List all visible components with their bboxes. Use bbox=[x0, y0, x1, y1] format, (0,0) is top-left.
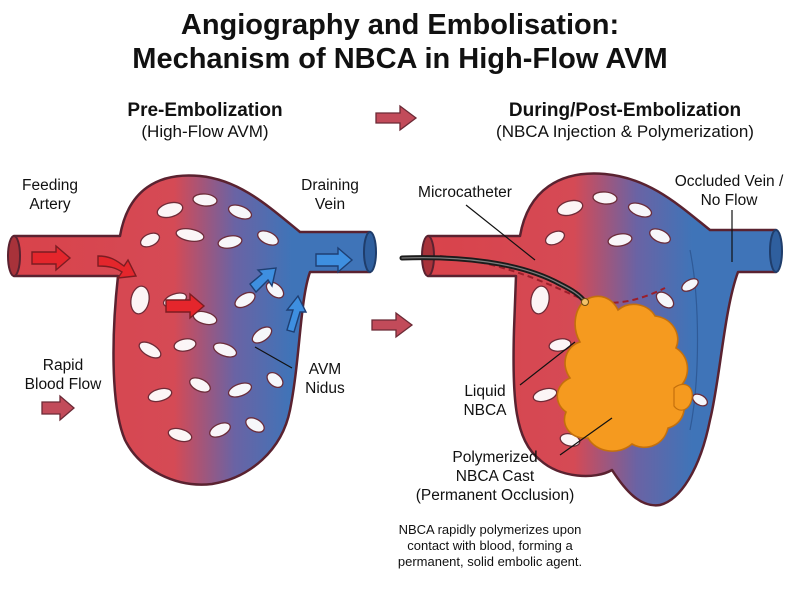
catheter-tip bbox=[581, 298, 589, 306]
occluded-vein-label-1: Occluded Vein / bbox=[674, 173, 784, 190]
venous-flow-arrows bbox=[249, 246, 354, 333]
rapid-flow-arrow bbox=[41, 394, 75, 422]
page-title-line2: Mechanism of NBCA in High-Flow AVM bbox=[132, 43, 668, 75]
nidus-leader-line bbox=[254, 346, 293, 369]
page-title-line1: Angiography and Embolisation: bbox=[180, 9, 620, 41]
right-panel-heading: During/Post-Embolization bbox=[508, 100, 742, 121]
left-panel-heading: Pre-Embolization bbox=[127, 100, 283, 121]
arterial-flow-arrows bbox=[31, 244, 206, 320]
occluded-vein-label-2: No Flow bbox=[700, 192, 758, 209]
draining-vein-label-1: Draining bbox=[301, 177, 359, 194]
avm-nidus-label-1: AVM bbox=[308, 361, 342, 378]
liquid-nbca-label-2: NBCA bbox=[463, 402, 507, 419]
cast-label-1: Polymerized bbox=[452, 449, 538, 466]
transition-arrow-top bbox=[375, 104, 418, 132]
left-panel-subheading: (High-Flow AVM) bbox=[141, 122, 269, 141]
nbca-spill bbox=[673, 383, 693, 411]
avm-nidus-label-2: Nidus bbox=[305, 380, 345, 397]
nbca-note-line1: NBCA rapidly polymerizes upon bbox=[398, 522, 582, 537]
draining-vein-label-2: Vein bbox=[314, 196, 346, 213]
right-panel-subheading: (NBCA Injection & Polymerization) bbox=[496, 122, 754, 141]
cast-label-2: NBCA Cast bbox=[455, 468, 535, 485]
microcatheter-label: Microcatheter bbox=[418, 184, 512, 201]
nbca-note-line2: contact with blood, forming a bbox=[407, 538, 573, 553]
transition-arrow-middle bbox=[371, 311, 414, 339]
left-avm bbox=[7, 174, 377, 486]
rapid-flow-label-1: Rapid bbox=[42, 357, 84, 374]
rapid-flow-label-2: Blood Flow bbox=[24, 376, 102, 393]
nbca-note-line3: permanent, solid embolic agent. bbox=[397, 554, 583, 569]
cast-label-3: (Permanent Occlusion) bbox=[415, 487, 575, 504]
liquid-nbca-label-1: Liquid bbox=[464, 383, 506, 400]
feeding-artery-label-1: Feeding bbox=[21, 177, 78, 194]
liquid-nbca-leader-line bbox=[519, 341, 576, 386]
nbca-cast bbox=[556, 295, 689, 452]
cast-leader-line bbox=[559, 417, 613, 456]
catheter-leader-line bbox=[465, 204, 536, 261]
feeding-artery-label-2: Artery bbox=[29, 196, 71, 213]
